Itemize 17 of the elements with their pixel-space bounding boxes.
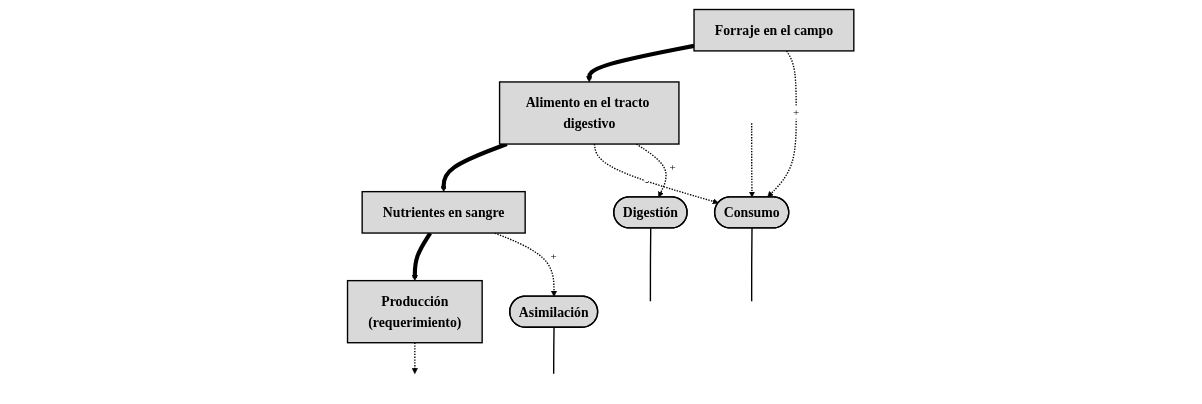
edge-label: - — [645, 175, 649, 188]
connector — [751, 227, 754, 302]
arrow — [749, 122, 756, 198]
node-box: Forraje en el campo — [693, 8, 855, 52]
node-box: Nutrientes en sangre — [361, 190, 527, 234]
arrow — [636, 143, 668, 198]
arrow — [412, 342, 419, 375]
edge-label: + — [550, 250, 558, 263]
connector — [553, 326, 556, 375]
arrow — [440, 142, 508, 192]
edge-label: + — [793, 106, 800, 119]
node-box: Producción (requerimiento) — [347, 279, 484, 344]
arrow — [593, 143, 719, 205]
arrow — [586, 43, 695, 83]
edge-label: + — [669, 161, 677, 174]
connector — [650, 227, 652, 302]
node-box: Alimento en el tracto digestivo — [499, 81, 680, 145]
